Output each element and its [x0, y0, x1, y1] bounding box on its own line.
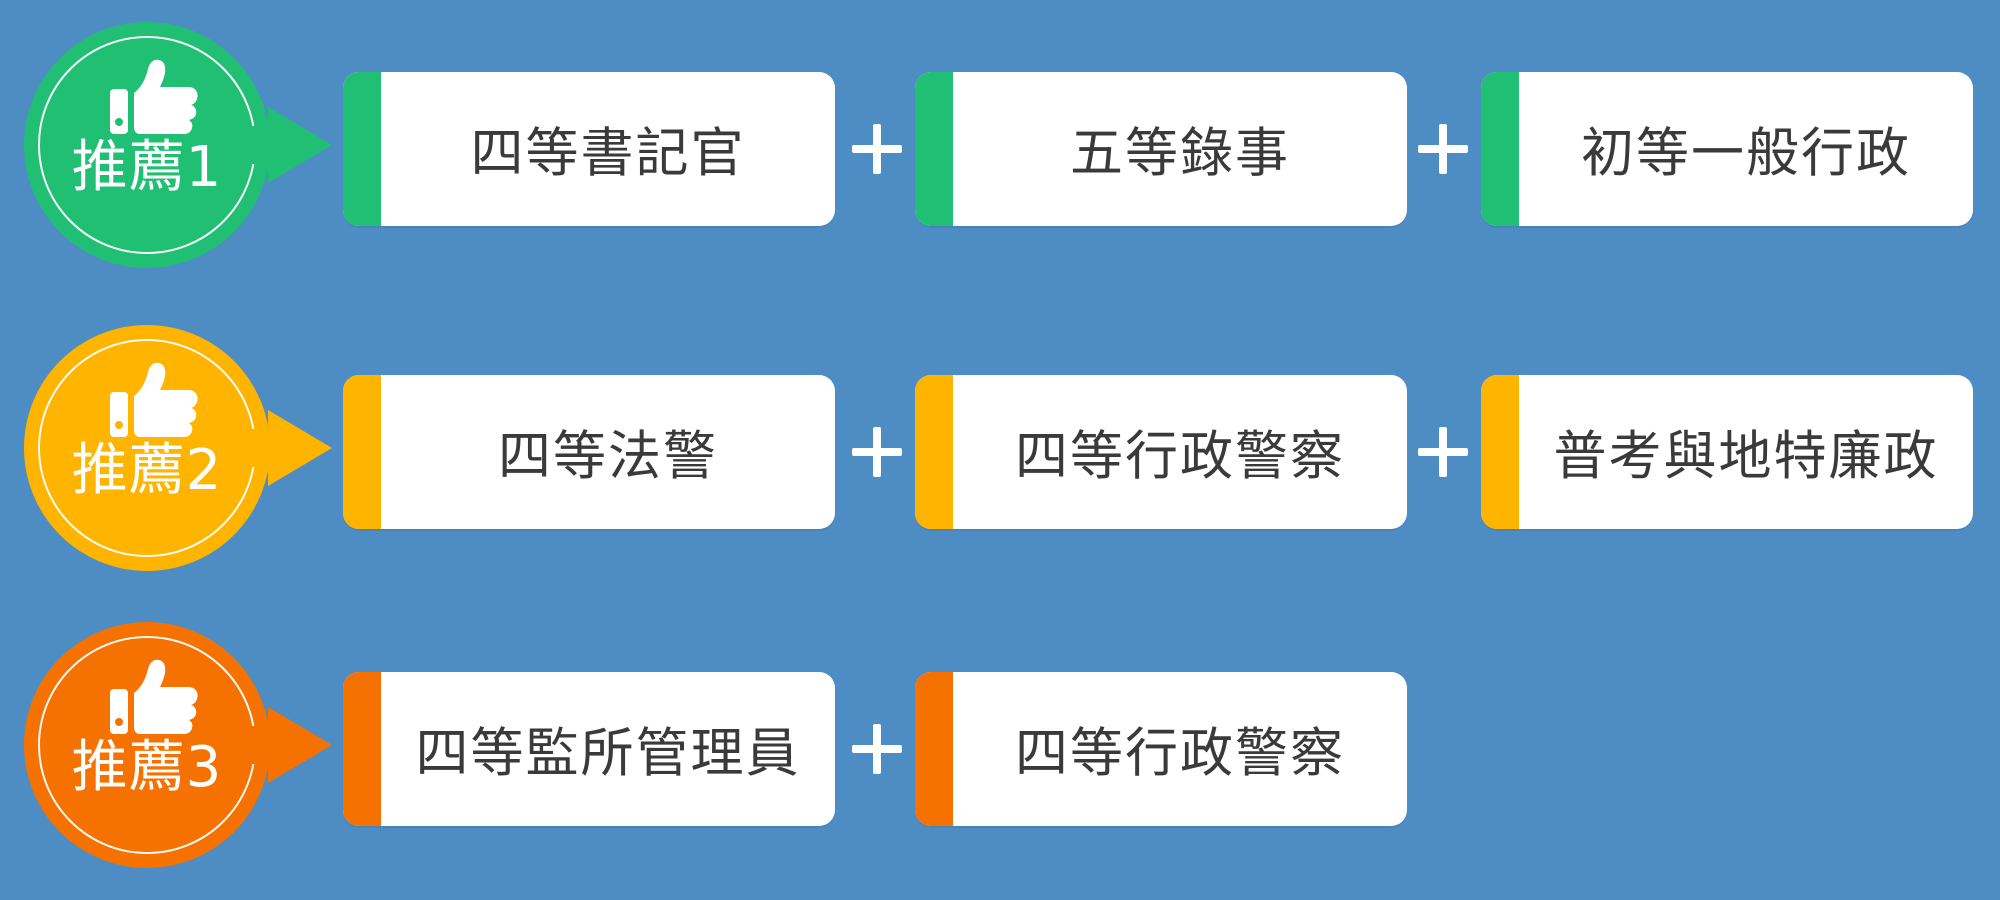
recommendation-row-3: 推薦3 四等監所管理員 四等行政警察: [0, 622, 2000, 872]
exam-box: 五等錄事: [915, 72, 1407, 226]
plus-icon: [852, 124, 902, 174]
badge-label: 推薦2: [71, 438, 223, 503]
plus-icon: [852, 427, 902, 477]
plus-icon: [1418, 427, 1468, 477]
recommendation-row-1: 推薦1 四等書記官 五等錄事 初等一般行政: [0, 22, 2000, 272]
arrow-right-icon: [268, 410, 332, 486]
recommend-badge-3: 推薦3: [24, 622, 270, 868]
plus-icon: [852, 724, 902, 774]
exam-box: 四等法警: [343, 375, 835, 529]
box-accent-bar: [915, 672, 953, 826]
box-accent-bar: [343, 72, 381, 226]
recommend-badge-1: 推薦1: [24, 22, 270, 268]
exam-label: 四等監所管理員: [415, 723, 801, 784]
thumbs-up-icon: [110, 362, 198, 437]
badge-label: 推薦1: [71, 135, 223, 200]
recommend-badge-2: 推薦2: [24, 325, 270, 571]
exam-label: 四等行政警察: [1015, 426, 1345, 487]
exam-box: 初等一般行政: [1481, 72, 1973, 226]
exam-box: 四等行政警察: [915, 672, 1407, 826]
exam-label: 普考與地特廉政: [1553, 426, 1939, 487]
recommendation-row-2: 推薦2 四等法警 四等行政警察 普考與地特廉政: [0, 325, 2000, 575]
box-accent-bar: [915, 72, 953, 226]
arrow-right-icon: [268, 707, 332, 783]
thumbs-up-icon: [110, 659, 198, 734]
exam-label: 五等錄事: [1070, 123, 1290, 184]
arrow-right-icon: [268, 107, 332, 183]
box-accent-bar: [915, 375, 953, 529]
badge-label: 推薦3: [71, 735, 223, 800]
box-accent-bar: [343, 672, 381, 826]
exam-box: 四等行政警察: [915, 375, 1407, 529]
plus-icon: [1418, 124, 1468, 174]
box-accent-bar: [1481, 72, 1519, 226]
exam-label: 四等書記官: [470, 123, 746, 184]
exam-label: 初等一般行政: [1581, 123, 1911, 184]
exam-box: 四等書記官: [343, 72, 835, 226]
box-accent-bar: [343, 375, 381, 529]
thumbs-up-icon: [110, 59, 198, 134]
exam-box: 四等監所管理員: [343, 672, 835, 826]
box-accent-bar: [1481, 375, 1519, 529]
exam-label: 四等行政警察: [1015, 723, 1345, 784]
exam-label: 四等法警: [498, 426, 718, 487]
exam-box: 普考與地特廉政: [1481, 375, 1973, 529]
